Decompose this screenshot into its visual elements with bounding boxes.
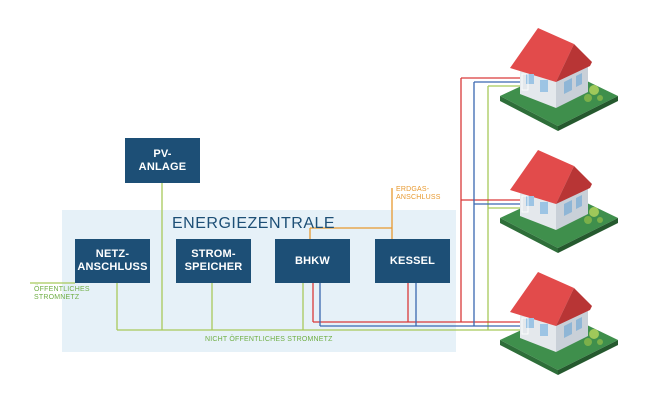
netzanschluss-box: NETZ- ANSCHLUSS (75, 239, 150, 283)
zone-title: ENERGIEZENTRALE (172, 215, 336, 232)
gas-lines (309, 188, 393, 239)
nicht-oeffentliches-stromnetz-label: NICHT ÖFFENTLICHES STROMNETZ (205, 336, 333, 343)
heat-return-lines (319, 81, 526, 327)
house-entry-markers (521, 73, 529, 335)
stromspeicher-box: STROM- SPEICHER (176, 239, 251, 283)
heat-supply-lines (312, 77, 526, 323)
pv-anlage-box: PV- ANLAGE (125, 138, 200, 183)
house-3 (500, 272, 618, 375)
house-1 (500, 28, 618, 131)
bhkw-box: BHKW (275, 239, 350, 283)
erdgas-label: ERDGAS- ANSCHLUSS (396, 186, 441, 201)
electric-lines (30, 85, 526, 331)
oeffentliches-stromnetz-label: ÖFFENTLICHES STROMNETZ (34, 286, 90, 301)
kessel-box: KESSEL (375, 239, 450, 283)
house-2 (500, 150, 618, 253)
